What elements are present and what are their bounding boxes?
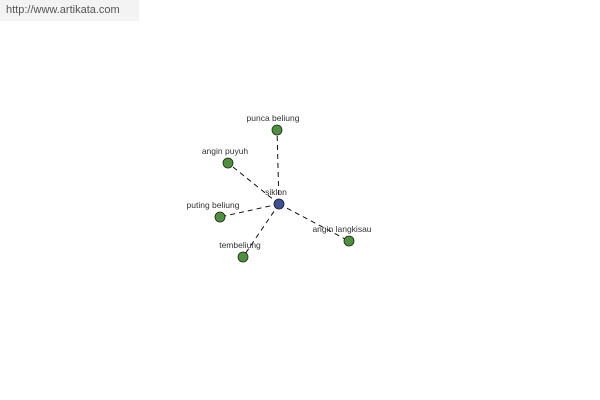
edge-siklon-puting-beliung <box>219 203 280 218</box>
graph-nodes <box>214 124 355 263</box>
label-angin-langkisau[interactable]: angin langkisau <box>312 224 371 234</box>
node-punca-beliung[interactable] <box>271 124 283 136</box>
watermark-url[interactable]: http://www.artikata.com <box>0 0 139 21</box>
edge-siklon-punca-beliung <box>276 129 280 205</box>
edge-siklon-tembeliung <box>242 203 280 258</box>
label-puting-beliung[interactable]: puting beliung <box>187 200 240 210</box>
graph-edges <box>219 129 350 258</box>
label-angin-puyuh[interactable]: angin puyuh <box>202 146 249 156</box>
label-siklon[interactable]: siklon <box>265 187 287 197</box>
edge-siklon-angin-langkisau <box>278 203 350 242</box>
node-angin-puyuh[interactable] <box>222 157 234 169</box>
node-angin-langkisau[interactable] <box>343 235 355 247</box>
node-tembeliung[interactable] <box>237 251 249 263</box>
edge-siklon-angin-puyuh <box>227 162 280 205</box>
node-siklon[interactable] <box>273 198 285 210</box>
label-tembeliung[interactable]: tembeliung <box>219 240 261 250</box>
graph-labels: punca beliung angin puyuh puting beliung te… <box>187 113 372 250</box>
node-puting-beliung[interactable] <box>214 211 226 223</box>
label-punca-beliung[interactable]: punca beliung <box>247 113 300 123</box>
